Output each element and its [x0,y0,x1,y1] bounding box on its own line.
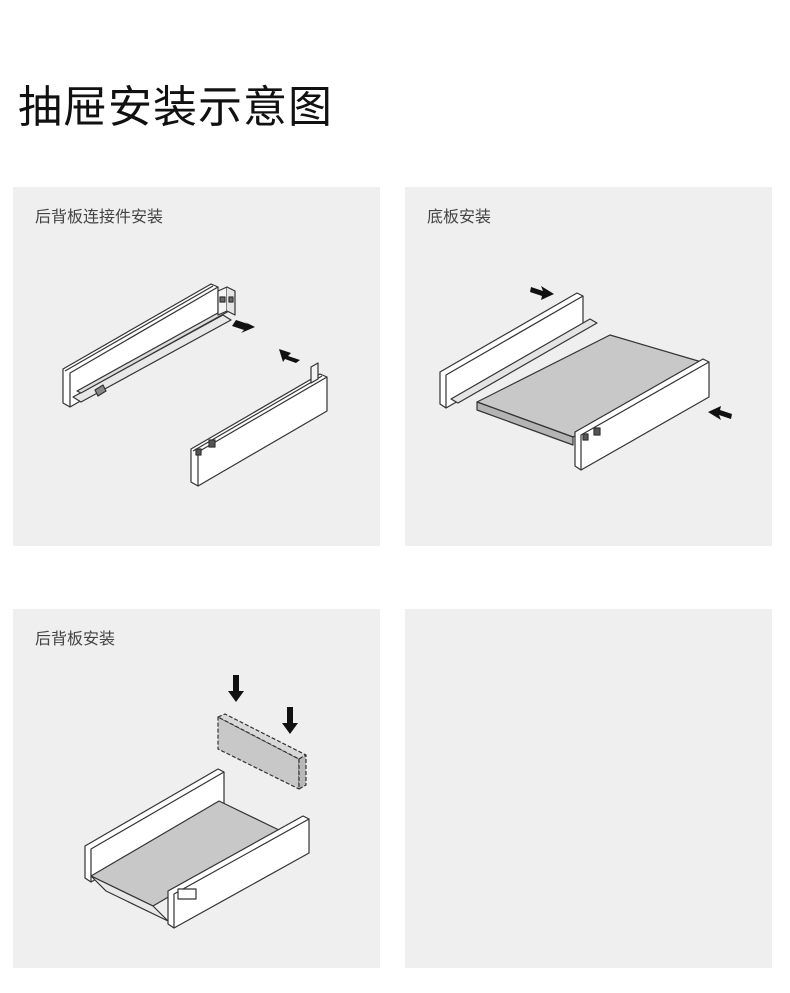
panel-label: 后背板连接件安装 [35,207,164,226]
panel-bottom-board-install: 底板安装 [405,187,772,546]
rear-connector-illustration [62,283,328,487]
rear-board-illustration [84,675,310,929]
panel-rear-board-install: 后背板安装 [13,609,380,968]
panel-empty [405,609,772,968]
panel-rear-connector-install: 后背板连接件安装 [13,187,380,546]
bottom-board-illustration [439,286,732,471]
panel-label: 底板安装 [427,207,492,226]
panel-label: 后背板安装 [35,629,116,648]
page-title: 抽屉安装示意图 [18,82,333,133]
